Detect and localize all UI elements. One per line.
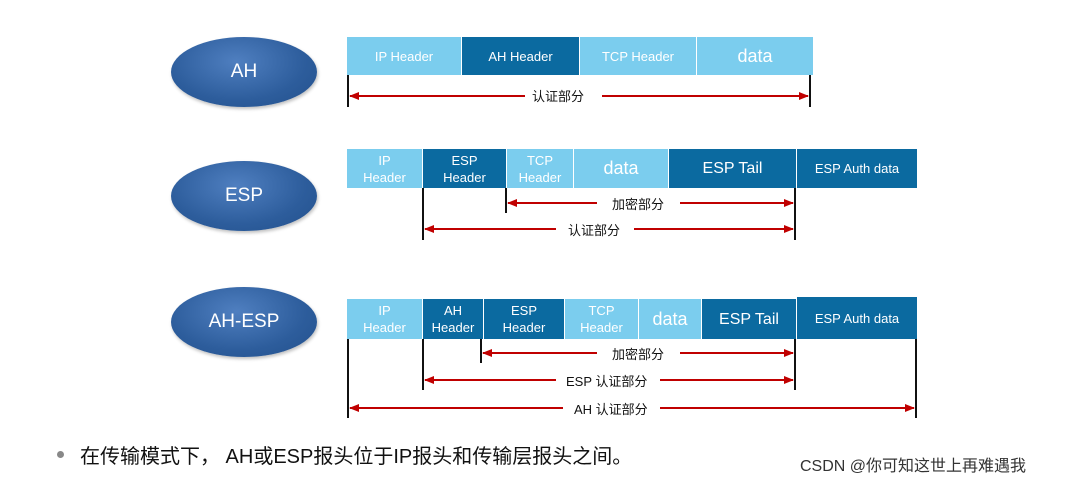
field-label: ESP Tail: [719, 310, 779, 328]
packet-field-data: data: [697, 37, 813, 75]
arrow-label: 认证部分: [532, 89, 585, 104]
field-label: TCP Header: [580, 303, 623, 335]
field-label: IP Header: [363, 152, 406, 185]
bullet-dot: [57, 451, 64, 458]
mode-oval-ah: AH: [171, 37, 317, 107]
packet-field-ip-header: IP Header: [347, 149, 423, 188]
packet-field-esp-header: ESP Header: [423, 149, 507, 188]
field-label: ESP Auth data: [814, 310, 900, 326]
field-label: ESP Auth data: [814, 161, 900, 176]
arrow-label: 认证部分: [568, 223, 621, 238]
watermark: CSDN @你可知这世上再难遇我: [800, 458, 1027, 475]
packet-field-esp-auth-data: ESP Auth data: [797, 149, 917, 188]
packet-field-esp-header: ESP Header: [484, 299, 565, 339]
packet-field-tcp-header: TCP Header: [580, 37, 697, 75]
packet-field-esp-tail: ESP Tail: [669, 149, 797, 188]
field-label: IP Header: [374, 48, 434, 64]
packet-field-esp-tail: ESP Tail: [702, 299, 797, 339]
field-label: AH Header: [431, 303, 475, 335]
field-label: AH Header: [488, 48, 553, 64]
field-label: TCP Header: [601, 48, 674, 64]
packet-field-ip-header: IP Header: [347, 299, 423, 339]
arrow-label: 加密部分: [612, 347, 665, 362]
packet-field-tcp-header: TCP Header: [565, 299, 639, 339]
field-label: ESP Header: [443, 152, 486, 185]
mode-label-ah: AH: [230, 61, 258, 82]
bullet-text: 在传输模式下， AH或ESP报头位于IP报头和传输层报头之间。: [80, 446, 633, 468]
packet-field-ah-header: AH Header: [423, 299, 484, 339]
packet-field-ah-header: AH Header: [462, 37, 580, 75]
field-label: data: [652, 308, 688, 329]
arrow-label: ESP 认证部分: [566, 374, 648, 389]
arrow-label: 加密部分: [612, 197, 665, 212]
packet-field-data: data: [639, 299, 702, 339]
mode-oval-esp: ESP: [171, 161, 317, 231]
arrow-label: AH 认证部分: [574, 402, 648, 417]
field-label: TCP Header: [518, 152, 562, 185]
field-label: ESP Header: [502, 303, 546, 335]
field-label: ESP Tail: [702, 160, 763, 177]
mode-label-ah-esp: AH-ESP: [208, 311, 280, 332]
field-label: data: [737, 45, 773, 66]
mode-label-esp: ESP: [224, 185, 264, 206]
packet-field-data: data: [574, 149, 669, 188]
packet-field-ip-header: IP Header: [347, 37, 462, 75]
packet-field-esp-auth-data: ESP Auth data: [797, 297, 917, 339]
packet-field-tcp-header: TCP Header: [507, 149, 574, 188]
field-label: IP Header: [363, 303, 406, 335]
field-label: data: [603, 158, 639, 178]
mode-oval-ah-esp: AH-ESP: [171, 287, 317, 357]
